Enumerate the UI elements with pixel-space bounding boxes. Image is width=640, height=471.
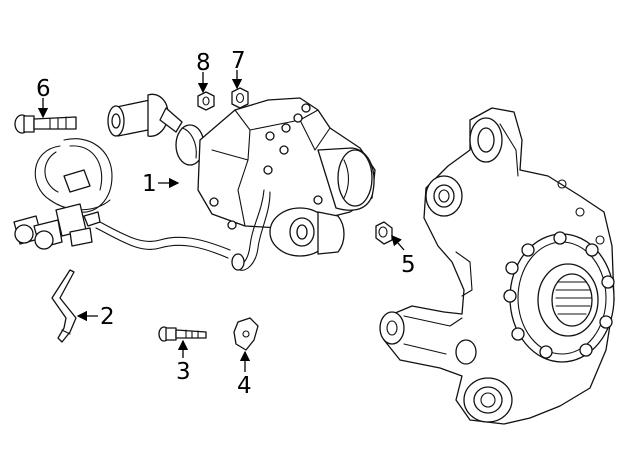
callout-3: 3 (176, 359, 191, 385)
leader-lines (37, 70, 405, 372)
callout-5: 5 (401, 252, 416, 278)
callout-labels: 1 2 3 4 5 6 7 8 (36, 48, 416, 399)
callout-8: 8 (196, 50, 211, 76)
steering-knuckle (379, 107, 615, 425)
cover-plate (233, 317, 259, 351)
callout-1: 1 (142, 171, 157, 197)
bracket (51, 269, 77, 343)
callout-4: 4 (237, 373, 252, 399)
wiring-harness (13, 138, 231, 259)
callout-6: 6 (36, 76, 51, 102)
bolt (158, 326, 207, 342)
callout-2: 2 (100, 304, 115, 330)
washer (197, 91, 215, 111)
long-bolt (14, 114, 77, 134)
callout-7: 7 (231, 48, 246, 74)
hex-nut (231, 87, 249, 109)
flange-nut (375, 221, 393, 245)
actuator-motor-assembly (107, 93, 376, 271)
